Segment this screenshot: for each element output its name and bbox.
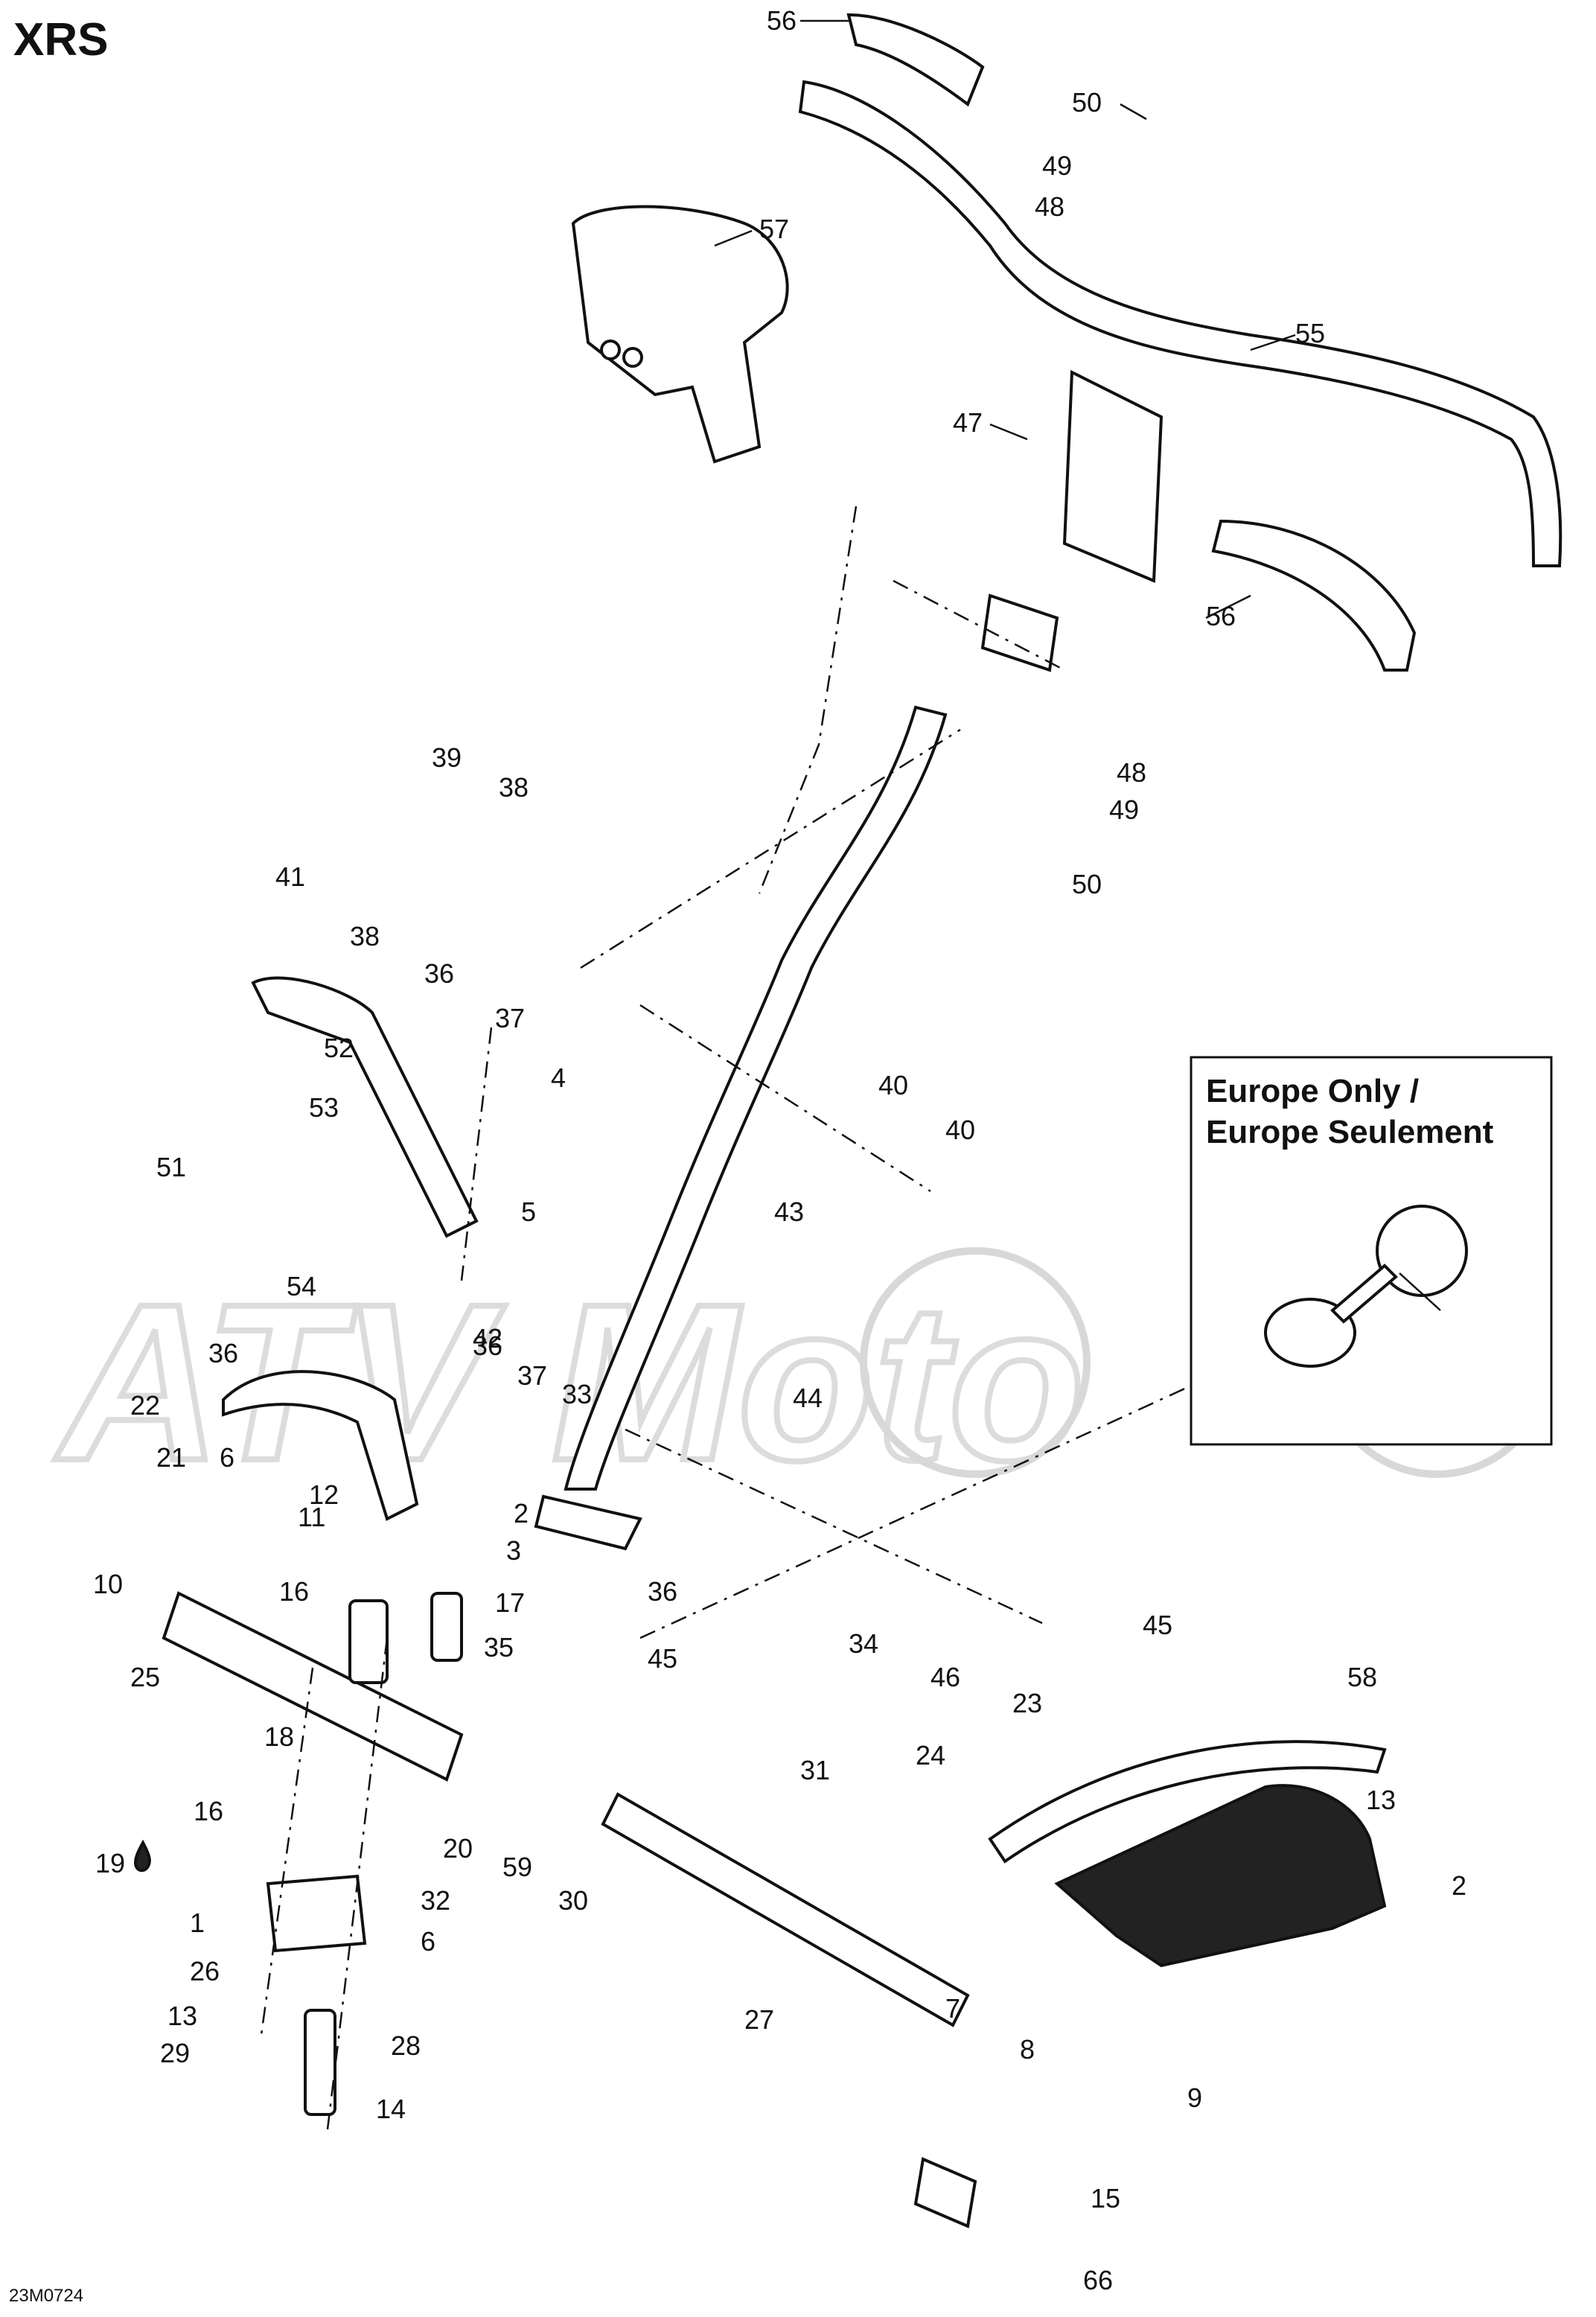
callout: 39 [432, 742, 462, 773]
callout: 37 [517, 1360, 547, 1391]
callout: 7 [945, 1993, 960, 2024]
callout: 6 [421, 1926, 435, 1957]
callout: 30 [558, 1885, 588, 1916]
callout: 36 [424, 958, 454, 989]
callout: 51 [156, 1152, 186, 1182]
callout: 45 [1143, 1610, 1172, 1640]
riser [980, 369, 1164, 672]
svg-text:Europe Seulement: Europe Seulement [1206, 1114, 1494, 1150]
leader-lines [714, 19, 1441, 1311]
callout: 59 [502, 1852, 532, 1882]
callout: 14 [376, 2094, 406, 2124]
callout: 48 [1117, 757, 1146, 788]
callout: 16 [194, 1796, 223, 1826]
callout: 31 [800, 1755, 830, 1785]
callout: 5 [521, 1196, 536, 1227]
alignment-lines [259, 506, 1259, 2130]
drop-icon [133, 1839, 151, 1873]
callout: 33 [562, 1379, 592, 1409]
callout: 27 [744, 2004, 774, 2035]
svg-text:Europe Only /: Europe Only / [1206, 1073, 1419, 1109]
callout: 6 [220, 1442, 234, 1473]
callout: 40 [878, 1070, 908, 1100]
callout: 8 [1020, 2034, 1035, 2065]
callout: 28 [391, 2030, 421, 2061]
callout: 38 [499, 772, 529, 803]
callout: 15 [1091, 2183, 1120, 2214]
callout: 3 [506, 1535, 521, 1566]
callout: 16 [279, 1576, 309, 1607]
callout: 23 [1012, 1688, 1042, 1718]
callout: 25 [130, 1662, 160, 1692]
callout: 36 [208, 1338, 238, 1368]
callout: 1 [190, 1908, 205, 1938]
callout: 44 [793, 1383, 823, 1413]
callout: 2 [1452, 1870, 1466, 1901]
callout: 9 [1187, 2082, 1202, 2113]
callout: 47 [953, 407, 983, 438]
callout: 55 [1295, 318, 1325, 348]
callout: 13 [1366, 1785, 1396, 1815]
callout: 37 [495, 1003, 525, 1033]
callout: 57 [759, 214, 789, 244]
lower-assembly [162, 976, 977, 2228]
callout: 38 [350, 921, 380, 952]
europe-inset: Europe Only / Europe Seulement [1190, 1056, 1553, 1446]
callout: 13 [167, 2001, 197, 2031]
callout: 24 [916, 1740, 945, 1771]
callout: 43 [774, 1196, 804, 1227]
callout: 19 [95, 1848, 125, 1878]
callout: 36 [648, 1576, 677, 1607]
callout: 49 [1109, 794, 1139, 825]
callout: 46 [931, 1662, 960, 1692]
callout: 50 [1072, 869, 1102, 899]
callout: 54 [287, 1271, 316, 1301]
callout: 10 [93, 1569, 123, 1599]
callout: 45 [648, 1643, 677, 1674]
callout: 66 [1083, 2265, 1113, 2295]
watermark: ATV Moto [50, 1247, 1552, 1510]
callout: 40 [945, 1115, 975, 1145]
callout: 12 [309, 1479, 339, 1510]
callout: 56 [767, 5, 797, 36]
callout: 21 [156, 1442, 186, 1473]
callout-labels: 56 57 50 49 48 55 47 56 48 49 50 39 38 4… [93, 5, 1466, 2295]
callout: 50 [1072, 87, 1102, 118]
callout: 53 [309, 1092, 339, 1123]
callout: 32 [421, 1885, 450, 1916]
callout: 49 [1042, 150, 1072, 181]
callout: 4 [551, 1062, 566, 1093]
callout: 11 [298, 1502, 325, 1532]
handlebar [798, 13, 1563, 672]
callout: 22 [130, 1390, 160, 1421]
callout: 29 [160, 2038, 190, 2068]
callout: 35 [484, 1632, 514, 1663]
callout: 58 [1347, 1662, 1377, 1692]
callout: 52 [324, 1033, 354, 1063]
diagram-code: 23M0724 [9, 2286, 84, 2306]
handlebar-pad [571, 205, 789, 464]
callout: 34 [849, 1628, 878, 1659]
callout: 26 [190, 1956, 220, 1986]
callout: 18 [264, 1721, 294, 1752]
steering-column [534, 705, 948, 1551]
callout: 17 [495, 1587, 525, 1618]
callout: 36 [473, 1330, 502, 1361]
callout: 42 [473, 1323, 502, 1354]
callout: 20 [443, 1833, 473, 1864]
diagram-title: XRS [13, 14, 109, 66]
steering-boot [988, 1740, 1387, 1968]
callout: 2 [514, 1498, 529, 1529]
callout: 41 [275, 861, 305, 892]
svg-text:ATV Moto: ATV Moto [53, 1257, 1085, 1507]
callout: 48 [1035, 191, 1064, 222]
